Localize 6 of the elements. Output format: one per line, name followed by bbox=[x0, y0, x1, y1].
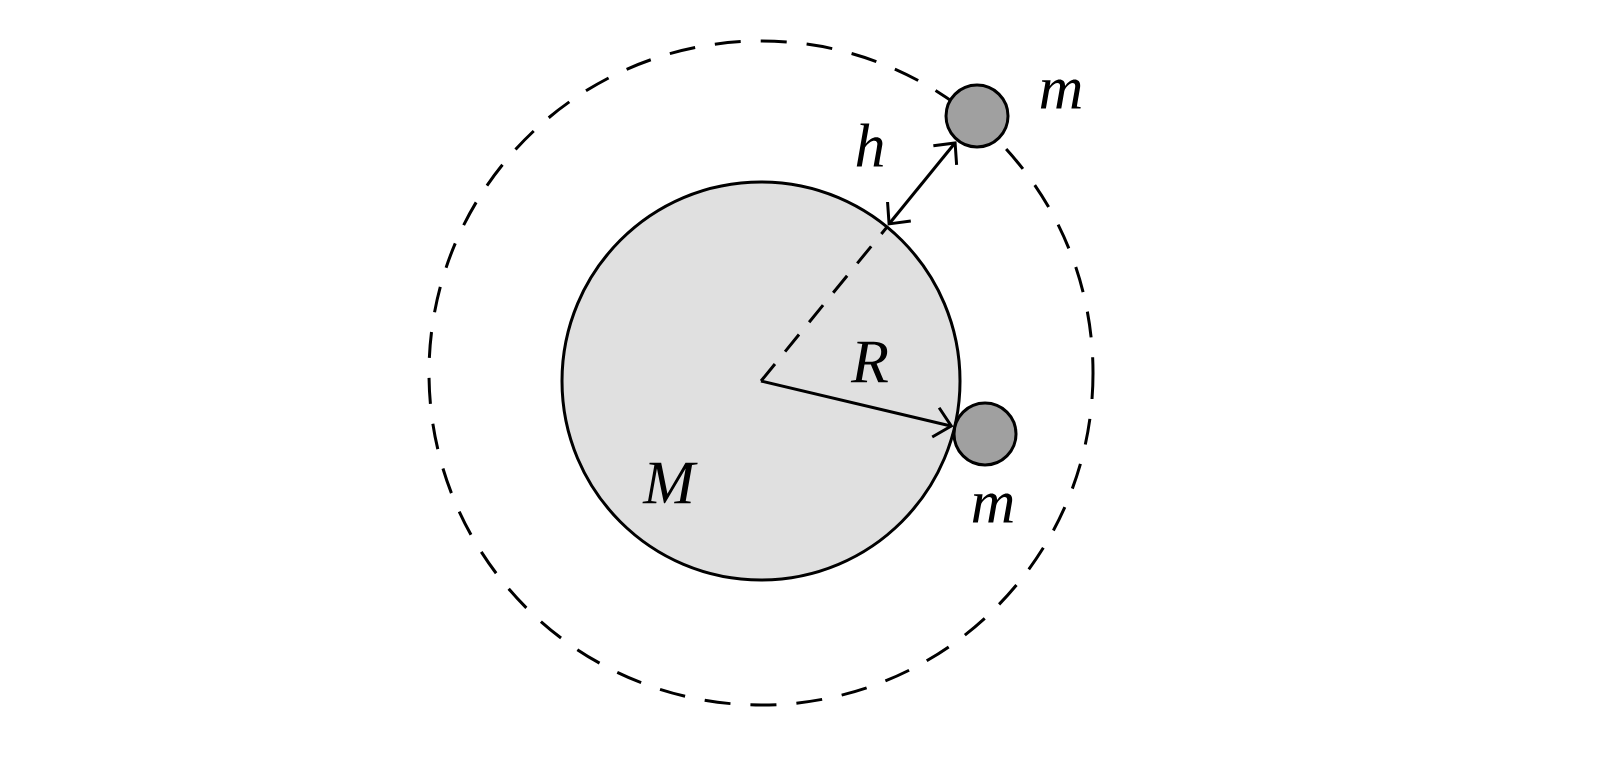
edge-label: h bbox=[856, 123, 883, 167]
edge-label: R bbox=[850, 341, 888, 383]
mass-label: m bbox=[972, 493, 1013, 523]
mass-label: m bbox=[1040, 79, 1081, 109]
dimension-arrow bbox=[886, 141, 959, 226]
dimension-arrow bbox=[760, 379, 954, 439]
